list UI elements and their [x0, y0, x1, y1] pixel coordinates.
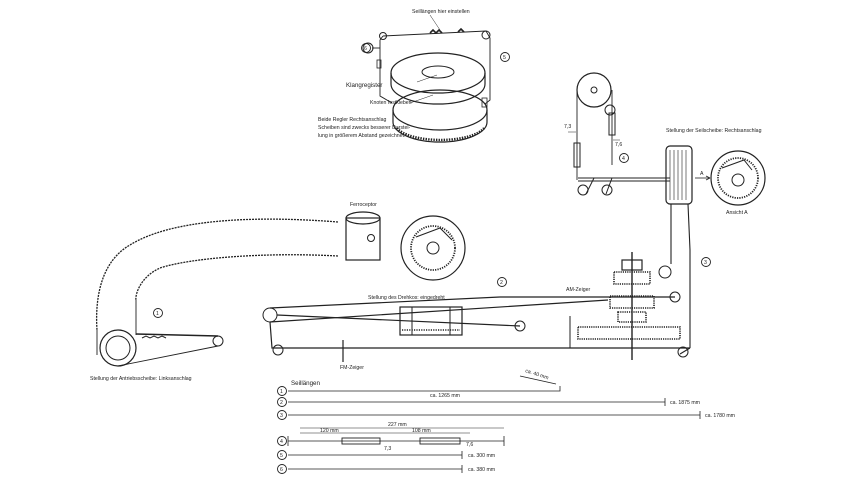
dim-120: 120 mm: [320, 428, 339, 434]
drehko-drum: [399, 306, 463, 336]
label-fm-zeiger: FM-Zeiger: [340, 365, 364, 371]
large-gear: [577, 326, 681, 340]
main-cable-routing: [262, 291, 690, 362]
callout-5: 5: [503, 55, 506, 61]
cable-1-num: 1: [280, 389, 283, 395]
upper-disc: [390, 52, 486, 94]
cable-2-num: 2: [280, 400, 283, 406]
antriebsscheibe: [99, 329, 137, 367]
top-note: Seillängen hier einstellen: [412, 9, 470, 15]
label-am-zeiger: AM-Zeiger: [566, 287, 590, 293]
cable-5-num: 5: [280, 453, 283, 459]
cable-5-length: ca. 300 mm: [468, 453, 495, 459]
dim-7-3-bottom: 7,3: [384, 446, 391, 452]
label-arrow-a: A: [700, 171, 704, 177]
label-stellung-seilscheibe: Stellung der Seilscheibe: Rechtsanschlag: [666, 128, 762, 134]
callout-4-circle: [619, 153, 629, 163]
callout-1: 1: [156, 311, 159, 317]
callout-4: 4: [622, 156, 625, 162]
note-scheiben-1: Scheiben sind zwecks besserer Darstel-: [318, 125, 411, 131]
dim-108: 108 mm: [412, 428, 431, 434]
note-beide-regler: Beide Regler Rechtsanschlag: [318, 117, 386, 123]
ferroceptor: [345, 211, 381, 261]
pulley-assembly: [568, 72, 766, 206]
lower-toothed-disc: [392, 89, 488, 131]
callout-5-circle: [500, 52, 510, 62]
seillaengen-title: Seillängen: [291, 380, 320, 387]
callout-6-circle: [361, 43, 371, 53]
callout-3: 3: [704, 260, 707, 266]
cable-2-length: ca. 1875 mm: [670, 400, 700, 406]
callout-3-circle: [701, 257, 711, 267]
cable-3-length: ca. 1780 mm: [705, 413, 735, 419]
callout-1-circle: [153, 308, 163, 318]
cable-6-num: 6: [280, 467, 283, 473]
dim-7-6-bottom: 7,6: [466, 442, 473, 448]
dim-227: 227 mm: [388, 422, 407, 428]
dim-7-6-top: 7,6: [615, 142, 622, 148]
large-pulley: [576, 72, 612, 108]
callout-2-circle: [497, 277, 507, 287]
dim-7-3-top: 7,3: [564, 124, 571, 130]
cable-1-length: ca. 1265 mm: [430, 393, 460, 399]
cable-4-num: 4: [280, 439, 283, 445]
gear-stack: [569, 203, 691, 360]
label-ansicht-a: Ansicht A: [726, 210, 748, 216]
upper-disc-hub: [421, 65, 455, 79]
cable-3-num: 3: [280, 413, 283, 419]
drive-loop: [95, 218, 339, 367]
label-stellung-drehko: Stellung des Drehkos: eingedreht: [368, 295, 445, 301]
label-ferroceptor: Ferroceptor: [350, 202, 377, 208]
label-stellung-antrieb: Stellung der Antriebsscheibe: Linksansch…: [90, 376, 192, 382]
callout-6: 6: [364, 46, 367, 52]
cable-length-table: 1 ca. 1265 mm 2 ca. 1875 mm 3 ca. 1780 m…: [277, 386, 735, 474]
drehko-disc: [400, 215, 466, 281]
ansicht-a-disc: [710, 150, 766, 206]
cable-6-length: ca. 380 mm: [468, 467, 495, 473]
callout-2: 2: [500, 280, 503, 286]
seilscheibe-drum: [665, 145, 693, 205]
klangregister-assembly: [362, 14, 491, 143]
note-scheiben-2: lung in größerem Abstand gezeichnet.: [318, 133, 405, 139]
label-knoten: Knoten festkleben: [370, 100, 412, 106]
label-klangregister: Klangregister: [346, 82, 382, 89]
